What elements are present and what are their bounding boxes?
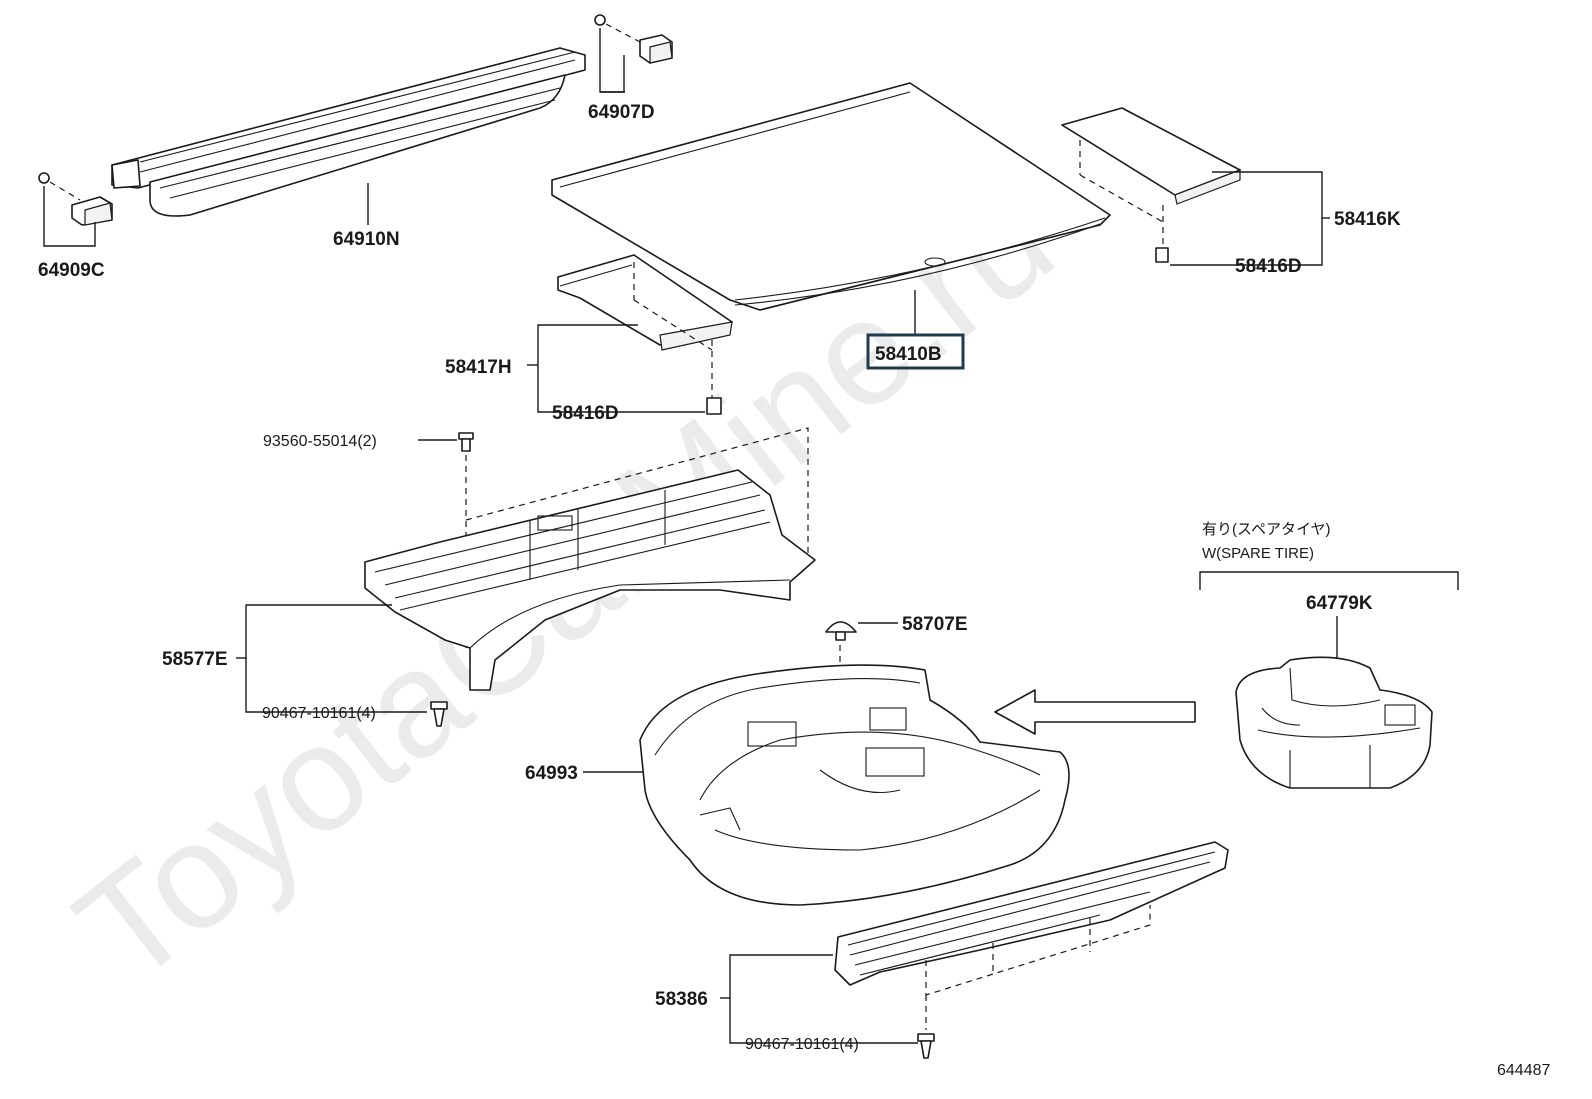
note-en: W(SPARE TIRE): [1202, 545, 1314, 562]
label-90467-left: 90467-10161(4): [262, 705, 376, 722]
side-board-58416K[interactable]: [1061, 107, 1241, 205]
clip-58416D-left[interactable]: [706, 397, 722, 415]
diagram-id: 644487: [1497, 1062, 1550, 1079]
spare-tire-tray-64779K[interactable]: [1235, 656, 1433, 789]
clip-90467-bottom[interactable]: [917, 1033, 935, 1059]
label-64993: 64993: [525, 763, 578, 784]
label-64909C: 64909C: [38, 260, 105, 281]
deck-board-58410B[interactable]: [551, 82, 1111, 311]
clip-90467-left[interactable]: [430, 701, 448, 727]
clip-58416D-right[interactable]: [1155, 247, 1169, 263]
label-58707E: 58707E: [902, 614, 968, 635]
bracket-64907D[interactable]: [594, 14, 673, 64]
rear-floor-panel-58577E[interactable]: [364, 469, 816, 691]
label-64910N: 64910N: [333, 229, 400, 250]
note-bracket: [1199, 571, 1459, 590]
arrow-icon: [994, 689, 1196, 735]
small-board-58417H[interactable]: [557, 254, 733, 351]
label-64907D: 64907D: [588, 102, 655, 123]
tonneau-cover-64910N[interactable]: [111, 47, 586, 217]
label-58417H: 58417H: [445, 357, 512, 378]
highlight-58410B: [866, 333, 965, 370]
plug-58707E[interactable]: [825, 621, 857, 641]
label-58410B: 58410B: [875, 344, 942, 365]
bracket-64909C[interactable]: [38, 172, 113, 226]
label-90467-bottom: 90467-10161(4): [745, 1036, 859, 1053]
label-58416D-right: 58416D: [1235, 256, 1302, 277]
label-58416D-left: 58416D: [552, 403, 619, 424]
label-64779K: 64779K: [1306, 593, 1373, 614]
note-jp: 有り(スペアタイヤ): [1202, 521, 1331, 538]
label-93560: 93560-55014(2): [263, 433, 377, 450]
label-58416K: 58416K: [1334, 209, 1401, 230]
screw-93560[interactable]: [458, 432, 474, 452]
tray-64993[interactable]: [639, 664, 1070, 906]
scuff-plate-58386[interactable]: [834, 841, 1229, 986]
label-58386: 58386: [655, 989, 708, 1010]
label-58577E: 58577E: [162, 649, 228, 670]
